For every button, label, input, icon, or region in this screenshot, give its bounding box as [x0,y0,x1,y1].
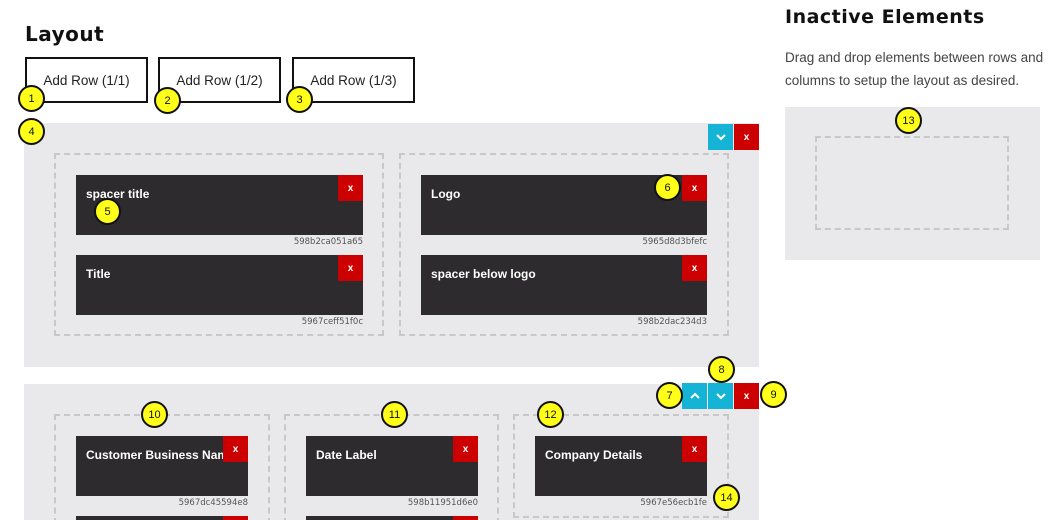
row-2-column-3[interactable] [513,414,729,518]
element-delete-button[interactable]: x [682,175,707,201]
element-delete-button[interactable]: x [682,436,707,462]
element-id: 5967e56ecb1fe [640,498,707,508]
element-label: Logo [431,187,461,201]
annotation-marker: 12 [537,401,564,428]
row-2-move-up-button[interactable] [682,383,707,409]
row-1-delete-button[interactable]: x [734,124,759,150]
element-label: Company Details [545,448,643,462]
element-spacer-title[interactable]: spacer title x [76,175,363,235]
chevron-down-icon [715,393,726,400]
element-label: Title [86,267,111,281]
element-label: Date Label [316,448,377,462]
annotation-marker: 13 [895,107,922,134]
element-id: 598b11951d6e0 [407,498,478,508]
annotation-marker: 6 [654,174,681,201]
inactive-elements-description: Drag and drop elements between rows and … [785,50,1044,88]
annotation-marker: 7 [656,382,683,409]
layout-title: Layout [25,22,105,46]
layout-row-1[interactable] [24,123,759,367]
element-id: 598b2ca051a65 [293,237,363,247]
annotation-marker: 11 [381,401,408,428]
element-label: spacer title [86,187,150,201]
element-delete-button[interactable]: x [223,436,248,462]
row-2-delete-button[interactable]: x [734,383,759,409]
element-partial[interactable] [76,516,248,520]
element-spacer-below-logo[interactable]: spacer below logo x [421,255,707,315]
element-delete-button[interactable]: x [338,255,363,281]
annotation-marker: 5 [94,198,121,225]
annotation-marker: 4 [18,118,45,145]
element-delete-button[interactable] [453,516,478,520]
element-partial[interactable] [306,516,478,520]
element-customer-business-name[interactable]: Customer Business Name x [76,436,248,496]
chevron-up-icon [689,392,700,399]
chevron-down-icon [715,134,726,141]
row-2-move-down-button[interactable] [708,383,733,409]
element-label: spacer below logo [431,267,536,281]
inactive-elements-title: Inactive Elements [785,6,985,28]
element-delete-button[interactable]: x [453,436,478,462]
element-date-label[interactable]: Date Label x [306,436,478,496]
row-1-column-1[interactable] [54,153,384,336]
element-delete-button[interactable] [223,516,248,520]
add-row-full-button[interactable]: Add Row (1/1) [25,57,148,103]
annotation-marker: 2 [154,87,181,114]
annotation-marker: 10 [141,401,168,428]
row-1-column-2[interactable] [399,153,729,336]
annotation-marker: 3 [286,86,313,113]
element-id: 5967dc45594e8 [178,498,248,508]
add-row-half-button[interactable]: Add Row (1/2) [158,57,281,103]
annotation-marker: 8 [708,356,735,383]
annotation-marker: 1 [18,85,45,112]
element-id: 5965d8d3bfefc [642,237,707,247]
element-delete-button[interactable]: x [338,175,363,201]
inactive-drop-zone[interactable] [815,136,1009,230]
element-label: Customer Business Name [86,448,235,462]
annotation-marker: 9 [760,381,787,408]
element-id: 598b2dac234d3 [637,317,707,327]
element-title[interactable]: Title x [76,255,363,315]
element-delete-button[interactable]: x [682,255,707,281]
annotation-marker: 14 [713,484,740,511]
row-1-move-down-button[interactable] [708,124,733,150]
element-company-details[interactable]: Company Details x [535,436,707,496]
element-id: 5967ceff51f0c [301,317,363,327]
